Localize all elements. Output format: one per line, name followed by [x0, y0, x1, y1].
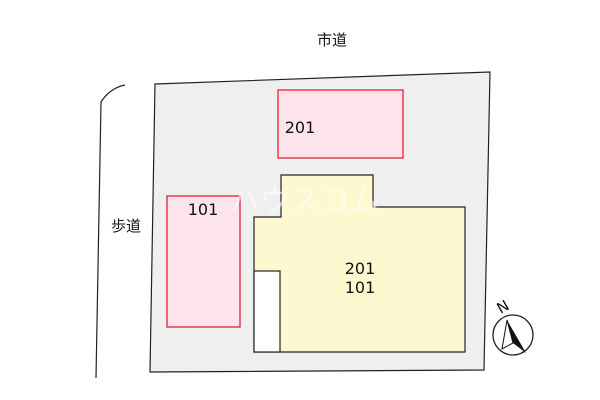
road-label-sidewalk: 歩道 [111, 217, 141, 235]
building [253, 174, 466, 353]
watermark: ハウスコム [230, 184, 380, 219]
building-entrance [253, 270, 281, 353]
compass-north-label: N [494, 296, 513, 317]
parking-label-201: 201 [285, 118, 316, 137]
parking-label-101: 101 [188, 200, 219, 219]
sidewalk-edge [95, 84, 126, 379]
parking-space-201 [277, 89, 404, 159]
road-label-city: 市道 [317, 31, 347, 49]
building-label-101: 101 [345, 278, 376, 297]
compass-icon: N [492, 296, 534, 356]
building-label-201: 201 [345, 259, 376, 278]
parking-space-101 [166, 195, 241, 328]
